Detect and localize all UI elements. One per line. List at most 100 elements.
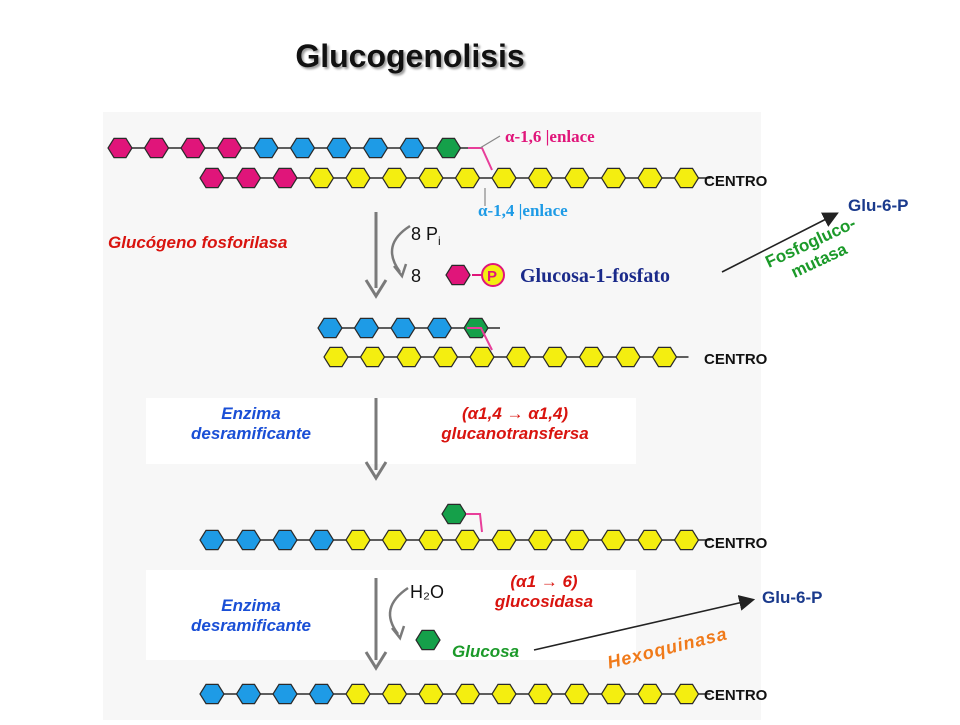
row1-main-glucose: [345, 167, 371, 189]
page-title: Glucogenolisis: [295, 38, 525, 74]
row2-main-glucose: [469, 346, 495, 368]
row2-branch-glucose: [317, 317, 343, 339]
label-panel-1: [146, 398, 636, 464]
glucogeno-fosforilasa-label: Glucógeno fosforilasa: [108, 233, 288, 252]
centro-label-1: CENTRO: [704, 173, 768, 190]
row1-main-glucose: [199, 167, 225, 189]
row1-main-glucose: [418, 167, 444, 189]
glu6p-bottom-label: Glu-6-P: [762, 588, 823, 607]
row1-main-glucose: [527, 167, 554, 189]
row2-main-glucose: [396, 346, 422, 368]
row3-main-glucose: [345, 529, 371, 551]
arrow-to-glu6p-bottom: [533, 595, 756, 651]
row4-main-glucose: [491, 683, 517, 705]
centro-label-4: CENTRO: [704, 687, 768, 704]
bond-14-label: α-1,4 |enlace: [478, 201, 568, 220]
row4-main-glucose: [454, 683, 481, 705]
row1-branch-glucose: [362, 137, 389, 159]
step-arrow-2: [364, 398, 388, 481]
enzima-desramificante-2-line-1: Enzima: [221, 596, 281, 615]
row4-main-glucose: [381, 683, 408, 705]
glucosidasa-label: (α1 → 6) glucosidasa: [464, 572, 624, 612]
phosphate-letter: P: [487, 268, 497, 285]
centro-label-2: CENTRO: [704, 351, 768, 368]
row2-branch-glucose: [353, 317, 380, 339]
row1-branch-glucose: [180, 137, 206, 159]
phosphate-count-label: 8 Pi: [411, 224, 441, 248]
row2-main-glucose: [651, 346, 678, 368]
row3-main-glucose: [235, 529, 262, 551]
step-arrow-3: [364, 578, 409, 671]
glucanotransferasa-label: (α1,4 → α1,4) glucanotransfersa: [410, 404, 620, 444]
centro-label-3: CENTRO: [704, 535, 768, 552]
row3-main-glucose: [272, 529, 298, 551]
row4-main-glucose: [564, 683, 590, 705]
row2-branch-glucose: [390, 317, 416, 339]
row1-main-glucose: [381, 167, 408, 189]
row1-main-glucose: [637, 167, 663, 189]
row4-main-glucose: [527, 683, 554, 705]
row4-main-glucose: [199, 683, 225, 705]
row4-main-glucose: [345, 683, 371, 705]
row1-main-glucose: [564, 167, 590, 189]
glucosidasa-line-2: glucosidasa: [494, 592, 594, 611]
row2-main-glucose: [542, 346, 568, 368]
glucanotransferasa-line-2: glucanotransfersa: [441, 424, 589, 443]
row2-main-glucose: [432, 346, 459, 368]
glucosidasa-line-1: (α1 → 6): [510, 572, 578, 591]
row3-main-glucose: [527, 529, 554, 551]
row4-main-glucose: [600, 683, 627, 705]
glucose-chains: [107, 137, 700, 705]
h2o-label: H₂O: [410, 582, 444, 602]
row3-single-branch: [441, 503, 467, 525]
row1-main-glucose: [600, 167, 627, 189]
row1-main-glucose: [272, 167, 298, 189]
row1-branch-glucose: [143, 137, 170, 159]
alpha16-pointer: [479, 135, 501, 149]
row2-branch-glucose: [426, 317, 453, 339]
row4-main-glucose: [235, 683, 262, 705]
row3-main-glucose: [381, 529, 408, 551]
row1-branch-glucose: [435, 137, 462, 159]
row3-main-glucose: [637, 529, 663, 551]
enzima-desramificante-2: Enzima desramificante: [166, 596, 336, 636]
free-glucose: [415, 629, 441, 651]
row4-main-glucose: [418, 683, 444, 705]
row4-main-glucose: [673, 683, 700, 705]
row1-main-glucose: [308, 167, 335, 189]
row3-main-glucose: [454, 529, 481, 551]
row3-main-glucose: [491, 529, 517, 551]
row3-main-glucose: [308, 529, 335, 551]
enzima-desramificante-1-line-1: Enzima: [221, 404, 281, 423]
enzima-desramificante-2-line-2: desramificante: [191, 616, 311, 635]
enzima-desramificante-1-line-2: desramificante: [191, 424, 311, 443]
row4-main-glucose: [308, 683, 335, 705]
row1-main-glucose: [235, 167, 262, 189]
step-arrow-1: [364, 212, 411, 299]
row1-branch-glucose: [253, 137, 279, 159]
row3-main-glucose: [418, 529, 444, 551]
row2-main-glucose: [615, 346, 641, 368]
row1-branch-glucose: [326, 137, 352, 159]
row1-branch-glucose: [216, 137, 243, 159]
row2-main-glucose: [323, 346, 349, 368]
row1-main-glucose: [454, 167, 481, 189]
row1-branch-glucose: [289, 137, 316, 159]
glucanotransferasa-line-1: (α1,4 → α1,4): [461, 404, 569, 423]
alpha16-link-2: [467, 327, 493, 351]
arrow-to-glu6p-top: [721, 212, 839, 273]
row4-main-glucose: [637, 683, 663, 705]
row1-main-glucose: [673, 167, 700, 189]
eight-label: 8: [411, 266, 421, 286]
row1-main-glucose: [491, 167, 517, 189]
row2-main-glucose: [359, 346, 386, 368]
glucosa-label: Glucosa: [452, 642, 520, 661]
row3-main-glucose: [199, 529, 225, 551]
alpha16-link-1: [468, 147, 493, 171]
row2-main-glucose: [505, 346, 532, 368]
enzima-desramificante-1: Enzima desramificante: [166, 404, 336, 444]
row3-main-glucose: [564, 529, 590, 551]
row1-branch-glucose: [399, 137, 425, 159]
